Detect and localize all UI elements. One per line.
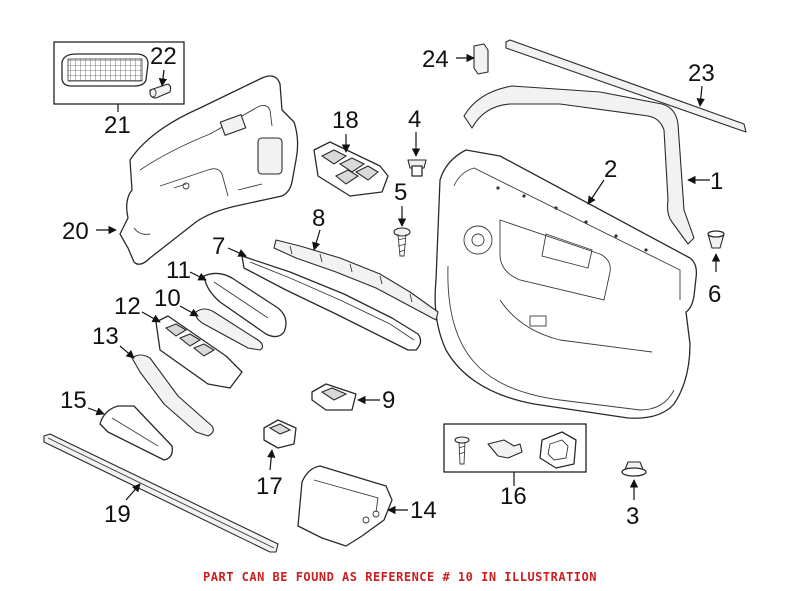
- grommet-part-6: [707, 230, 725, 249]
- callout-21: 21: [104, 112, 131, 139]
- trim-strip-part-13: [131, 354, 214, 437]
- callout-19: 19: [104, 501, 131, 528]
- switch-bezel-part-12: [155, 315, 243, 389]
- pull-handle-part-11: [203, 272, 287, 338]
- callout-14: 14: [410, 497, 437, 524]
- reference-note: PART CAN BE FOUND AS REFERENCE # 10 IN I…: [203, 570, 597, 584]
- window-seal-part-23: [505, 39, 747, 133]
- callout-7: 7: [212, 233, 225, 260]
- clip-part-22: [149, 83, 172, 99]
- part-16-group: [443, 423, 587, 473]
- callout-10: 10: [154, 285, 181, 312]
- callout-2: 2: [604, 156, 617, 183]
- bracket-part-16: [539, 431, 577, 469]
- inset-box-21-22: [53, 41, 185, 105]
- handle-insert-part-10: [195, 308, 264, 351]
- callout-22: 22: [150, 43, 177, 70]
- seal-strip-part-19: [43, 433, 279, 553]
- callout-9: 9: [382, 387, 395, 414]
- callout-23: 23: [688, 60, 715, 87]
- callout-1: 1: [710, 168, 723, 195]
- callout-13: 13: [92, 323, 119, 350]
- clip-part-16: [487, 439, 523, 459]
- callout-11: 11: [166, 257, 191, 284]
- inset-box-16: [443, 423, 587, 473]
- part-21-22-group: [53, 41, 185, 105]
- callout-24: 24: [422, 46, 449, 73]
- callout-labels: 1 2 3 4 5 6 7 8 9 10 11 12 13 14 15 16 1…: [60, 43, 723, 530]
- armrest-trim-part-7: [241, 255, 422, 351]
- callout-15: 15: [60, 387, 87, 414]
- callout-3: 3: [626, 503, 639, 530]
- frame-trim-part-1: [463, 85, 695, 245]
- switch-part-9: [311, 383, 357, 411]
- speaker-grille-part: [61, 53, 149, 87]
- callout-6: 6: [708, 281, 721, 308]
- storage-pocket-part-14: [297, 465, 393, 547]
- callout-18: 18: [332, 107, 359, 134]
- switch-part-17: [263, 419, 297, 449]
- callout-5: 5: [394, 179, 407, 206]
- door-trim-panel-part-20: [119, 75, 299, 265]
- callout-20: 20: [62, 218, 89, 245]
- window-switch-part-18: [313, 141, 389, 197]
- grommet-part-3: [621, 461, 647, 477]
- screw-part-16: [454, 436, 470, 465]
- bracket-part-8: [273, 239, 439, 321]
- clip-part-24: [473, 43, 489, 75]
- callout-4: 4: [408, 106, 421, 133]
- callout-12: 12: [114, 293, 141, 320]
- push-clip-part-4: [407, 159, 427, 177]
- callout-17: 17: [256, 473, 283, 500]
- leader-lines: [87, 53, 721, 515]
- callout-8: 8: [312, 205, 325, 232]
- screw-part-5: [393, 227, 411, 257]
- callout-16: 16: [500, 483, 527, 510]
- main-door-panel-part-2: [434, 149, 698, 419]
- cover-part-15: [99, 405, 173, 461]
